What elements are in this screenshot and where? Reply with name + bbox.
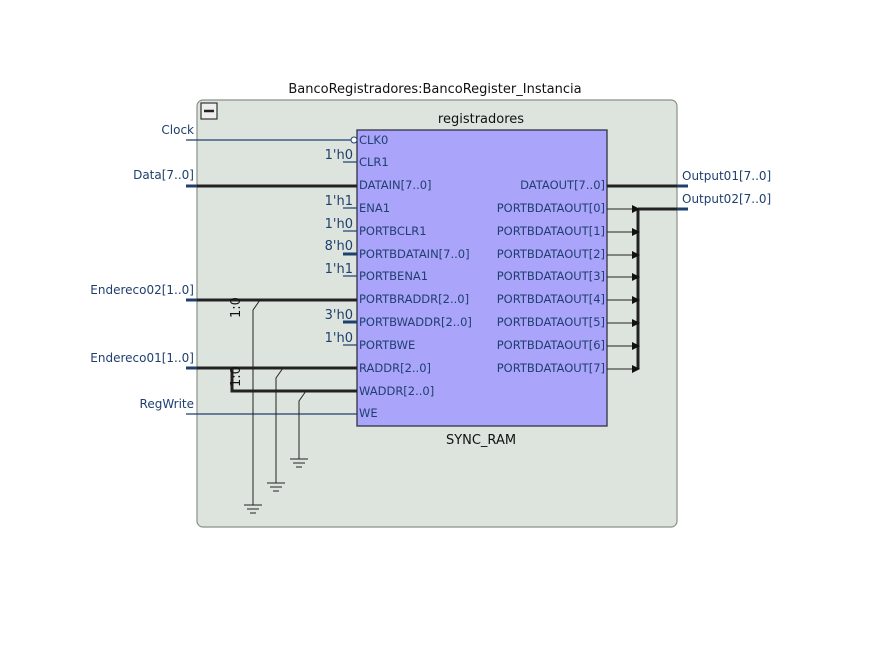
- const-ena1: 1'h1: [325, 194, 353, 209]
- port-portbdatain: PORTBDATAIN[7..0]: [359, 247, 470, 261]
- port-portbdataout-0: PORTBDATAOUT[0]: [497, 201, 605, 215]
- block-name: registradores: [438, 112, 524, 127]
- port-raddr: RADDR[2..0]: [359, 361, 431, 375]
- arrow-bit-0: [632, 205, 640, 213]
- arrow-bit-1: [632, 228, 640, 236]
- port-portbdataout-2: PORTBDATAOUT[2]: [497, 247, 605, 261]
- input-wires: [186, 136, 358, 415]
- constant-values: 1'h0 1'h1 1'h0 8'h0 1'h1 3'h0 1'h0: [325, 148, 353, 346]
- arrow-bit-7: [632, 365, 640, 373]
- input-regwrite-label[interactable]: RegWrite: [140, 397, 194, 411]
- const-portbena1: 1'h1: [325, 262, 353, 277]
- clock-inverter-bubble: [350, 136, 358, 144]
- port-datain: DATAIN[7..0]: [359, 178, 432, 192]
- port-dataout: DATAOUT[7..0]: [520, 178, 605, 192]
- right-ports: DATAOUT[7..0] PORTBDATAOUT[0] PORTBDATAO…: [497, 178, 605, 375]
- slice-endereco01: 1:0: [229, 366, 244, 387]
- port-portbwaddr: PORTBWADDR[2..0]: [359, 315, 472, 329]
- constant-stubs: [343, 161, 357, 346]
- port-portbena1: PORTBENA1: [359, 269, 428, 283]
- port-portbraddr: PORTBRADDR[2..0]: [359, 292, 469, 306]
- sync-ram-block[interactable]: [356, 129, 608, 427]
- input-clock-label[interactable]: Clock: [161, 123, 194, 137]
- const-clr1: 1'h0: [325, 148, 353, 163]
- const-portbwe: 1'h0: [325, 331, 353, 346]
- port-waddr: WADDR[2..0]: [359, 384, 434, 398]
- ground-taps: [252, 299, 307, 505]
- port-portbdataout-7: PORTBDATAOUT[7]: [497, 361, 605, 375]
- tap-endereco02: [252, 299, 261, 505]
- input-endereco01-label[interactable]: Endereco01[1..0]: [90, 351, 194, 365]
- wire-waddr: [230, 368, 357, 393]
- tap-endereco01: [275, 367, 284, 483]
- port-ena1: ENA1: [359, 201, 390, 215]
- arrow-bit-3: [632, 273, 640, 281]
- output01-label[interactable]: Output01[7..0]: [682, 169, 771, 183]
- arrow-bit-4: [632, 296, 640, 304]
- port-clr1: CLR1: [359, 155, 389, 169]
- port-portbwe: PORTBWE: [359, 338, 415, 352]
- port-clk0: CLK0: [359, 133, 388, 147]
- port-portbdataout-5: PORTBDATAOUT[5]: [497, 315, 605, 329]
- tap-waddr: [298, 390, 307, 459]
- instance-title: BancoRegistradores:BancoRegister_Instanc…: [288, 82, 581, 97]
- const-portbclr1: 1'h0: [325, 217, 353, 232]
- input-data-label[interactable]: Data[7..0]: [133, 168, 194, 182]
- arrow-bit-5: [632, 319, 640, 327]
- block-type: SYNC_RAM: [446, 433, 516, 448]
- const-portbdatain: 8'h0: [325, 239, 353, 254]
- ground-icon: [244, 458, 308, 514]
- slice-endereco02: 1:0: [229, 297, 244, 318]
- input-endereco02-label[interactable]: Endereco02[1..0]: [90, 283, 194, 297]
- port-we: WE: [359, 406, 378, 420]
- arrow-bit-2: [632, 251, 640, 259]
- port-portbdataout-3: PORTBDATAOUT[3]: [497, 269, 605, 283]
- const-portbwaddr: 3'h0: [325, 308, 353, 323]
- port-portbclr1: PORTBCLR1: [359, 224, 427, 238]
- output-wires: [607, 184, 688, 370]
- output02-label[interactable]: Output02[7..0]: [682, 192, 771, 206]
- bus-arrows: [632, 205, 640, 373]
- arrow-bit-6: [632, 342, 640, 350]
- port-portbdataout-6: PORTBDATAOUT[6]: [497, 338, 605, 352]
- collapse-button[interactable]: [200, 102, 218, 120]
- port-portbdataout-4: PORTBDATAOUT[4]: [497, 292, 605, 306]
- left-ports: CLK0 CLR1 DATAIN[7..0] ENA1 PORTBCLR1 PO…: [359, 133, 472, 420]
- port-portbdataout-1: PORTBDATAOUT[1]: [497, 224, 605, 238]
